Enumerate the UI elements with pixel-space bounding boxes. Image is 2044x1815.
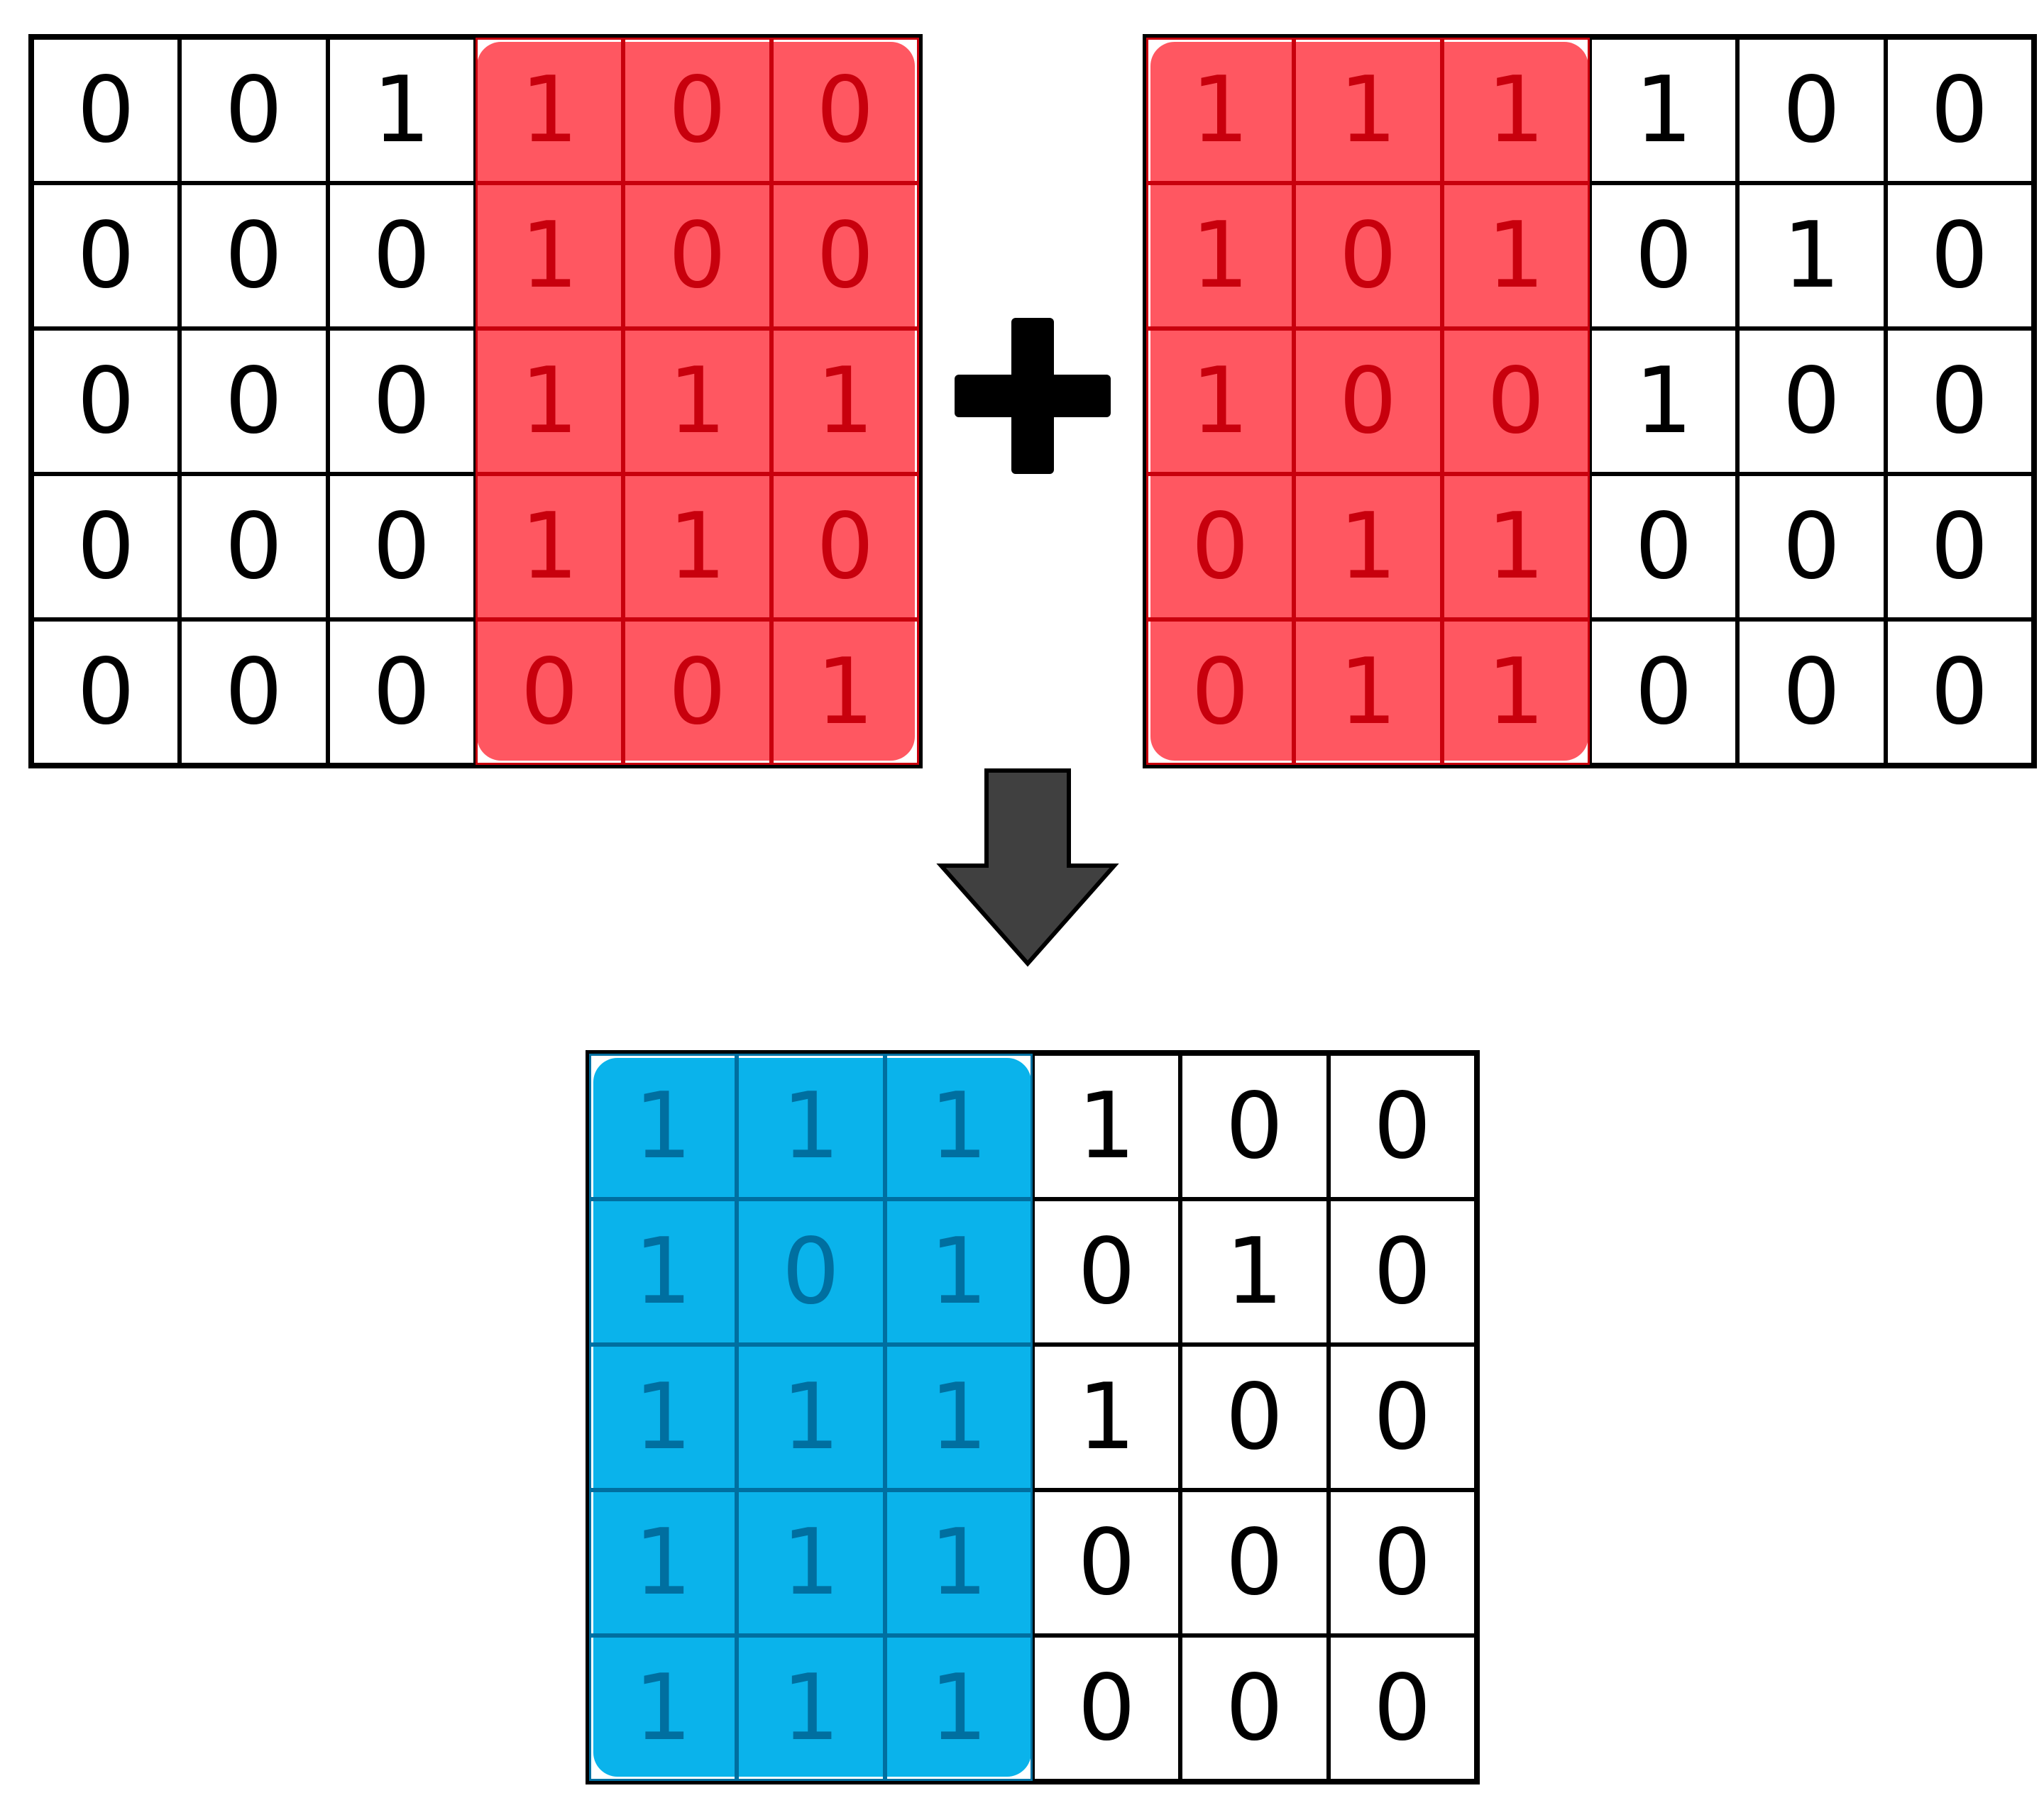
matrix-cell: 1 — [1146, 183, 1295, 329]
matrix-cell: 0 — [1294, 329, 1442, 474]
matrix-cell: 0 — [1146, 619, 1295, 765]
matrix-cell: 0 — [1294, 183, 1442, 329]
matrix-cell: 0 — [771, 183, 919, 329]
matrix-cell: 1 — [1441, 183, 1590, 329]
matrix-cell: 0 — [737, 1199, 885, 1345]
matrix-cell: 0 — [623, 619, 771, 765]
matrix-cell: 0 — [180, 619, 328, 765]
matrix-cell: 0 — [623, 183, 771, 329]
matrix-cell: 0 — [180, 329, 328, 474]
matrix-cell: 0 — [32, 38, 180, 183]
matrix-cell: 1 — [884, 1199, 1033, 1345]
matrix-cell: 1 — [589, 1054, 737, 1199]
matrix-a-grid: 0 0 1 1 0 0 0 0 0 1 0 0 0 0 0 1 1 1 0 0 … — [32, 38, 919, 765]
matrix-cell: 0 — [1180, 1490, 1329, 1635]
matrix-cell: 0 — [1328, 1345, 1476, 1490]
matrix-cell: 0 — [1589, 474, 1738, 619]
matrix-cell: 1 — [1146, 38, 1295, 183]
matrix-cell: 0 — [327, 183, 476, 329]
matrix-cell: 0 — [1885, 183, 2033, 329]
matrix-cell: 1 — [1294, 474, 1442, 619]
matrix-cell: 0 — [1146, 474, 1295, 619]
matrix-cell: 0 — [180, 38, 328, 183]
matrix-cell: 0 — [771, 38, 919, 183]
matrix-cell: 0 — [1328, 1054, 1476, 1199]
matrix-cell: 0 — [1441, 329, 1590, 474]
matrix-cell: 0 — [1885, 474, 2033, 619]
matrix-cell: 1 — [589, 1345, 737, 1490]
matrix-cell: 0 — [1180, 1345, 1329, 1490]
matrix-cell: 0 — [1885, 329, 2033, 474]
matrix-cell: 1 — [771, 329, 919, 474]
matrix-cell: 1 — [623, 329, 771, 474]
matrix-cell: 0 — [1737, 619, 1886, 765]
matrix-b: 1 1 1 1 0 0 1 0 1 0 1 0 1 0 0 1 0 0 0 1 … — [1143, 34, 2037, 768]
matrix-cell: 1 — [1589, 329, 1738, 474]
matrix-cell: 1 — [884, 1635, 1033, 1781]
matrix-cell: 0 — [180, 474, 328, 619]
matrix-cell: 0 — [1180, 1054, 1329, 1199]
matrix-cell: 0 — [1328, 1490, 1476, 1635]
matrix-cell: 0 — [1328, 1199, 1476, 1345]
matrix-cell: 1 — [475, 183, 624, 329]
matrix-cell: 0 — [180, 183, 328, 329]
matrix-cell: 0 — [327, 619, 476, 765]
matrix-cell: 0 — [1589, 619, 1738, 765]
matrix-cell: 1 — [884, 1054, 1033, 1199]
matrix-cell: 0 — [771, 474, 919, 619]
matrix-a: 0 0 1 1 0 0 0 0 0 1 0 0 0 0 0 1 1 1 0 0 … — [28, 34, 923, 768]
matrix-cell: 1 — [884, 1345, 1033, 1490]
matrix-cell: 0 — [623, 38, 771, 183]
matrix-result-grid: 1 1 1 1 0 0 1 0 1 0 1 0 1 1 1 1 0 0 1 1 … — [589, 1054, 1476, 1781]
matrix-cell: 0 — [327, 474, 476, 619]
matrix-cell: 1 — [737, 1054, 885, 1199]
matrix-cell: 0 — [1885, 619, 2033, 765]
matrix-cell: 0 — [1737, 474, 1886, 619]
down-arrow-icon — [935, 766, 1120, 969]
matrix-cell: 1 — [623, 474, 771, 619]
matrix-result: 1 1 1 1 0 0 1 0 1 0 1 0 1 1 1 1 0 0 1 1 … — [586, 1050, 1480, 1784]
matrix-cell: 1 — [1737, 183, 1886, 329]
matrix-cell: 1 — [737, 1490, 885, 1635]
matrix-cell: 1 — [475, 474, 624, 619]
matrix-cell: 1 — [771, 619, 919, 765]
matrix-cell: 1 — [737, 1635, 885, 1781]
matrix-cell: 1 — [589, 1199, 737, 1345]
matrix-cell: 0 — [32, 183, 180, 329]
matrix-cell: 0 — [1589, 183, 1738, 329]
matrix-cell: 1 — [1032, 1054, 1181, 1199]
matrix-b-grid: 1 1 1 1 0 0 1 0 1 0 1 0 1 0 0 1 0 0 0 1 … — [1146, 38, 2033, 765]
matrix-cell: 0 — [1032, 1490, 1181, 1635]
matrix-cell: 0 — [1032, 1199, 1181, 1345]
matrix-cell: 0 — [1737, 329, 1886, 474]
matrix-cell: 1 — [1441, 38, 1590, 183]
matrix-cell: 1 — [589, 1635, 737, 1781]
matrix-cell: 0 — [327, 329, 476, 474]
matrix-cell: 1 — [737, 1345, 885, 1490]
matrix-cell: 1 — [884, 1490, 1033, 1635]
matrix-cell: 0 — [32, 474, 180, 619]
matrix-cell: 0 — [1737, 38, 1886, 183]
plus-icon — [955, 318, 1111, 474]
matrix-cell: 1 — [327, 38, 476, 183]
matrix-cell: 1 — [1294, 38, 1442, 183]
matrix-cell: 0 — [32, 619, 180, 765]
matrix-cell: 1 — [1441, 619, 1590, 765]
matrix-cell: 0 — [32, 329, 180, 474]
matrix-cell: 1 — [475, 329, 624, 474]
matrix-cell: 1 — [589, 1490, 737, 1635]
matrix-cell: 0 — [1180, 1635, 1329, 1781]
matrix-cell: 0 — [1885, 38, 2033, 183]
matrix-cell: 1 — [475, 38, 624, 183]
matrix-cell: 0 — [1328, 1635, 1476, 1781]
matrix-cell: 1 — [1589, 38, 1738, 183]
matrix-cell: 0 — [475, 619, 624, 765]
matrix-cell: 1 — [1146, 329, 1295, 474]
matrix-cell: 0 — [1032, 1635, 1181, 1781]
matrix-cell: 1 — [1180, 1199, 1329, 1345]
matrix-cell: 1 — [1294, 619, 1442, 765]
matrix-cell: 1 — [1441, 474, 1590, 619]
matrix-cell: 1 — [1032, 1345, 1181, 1490]
